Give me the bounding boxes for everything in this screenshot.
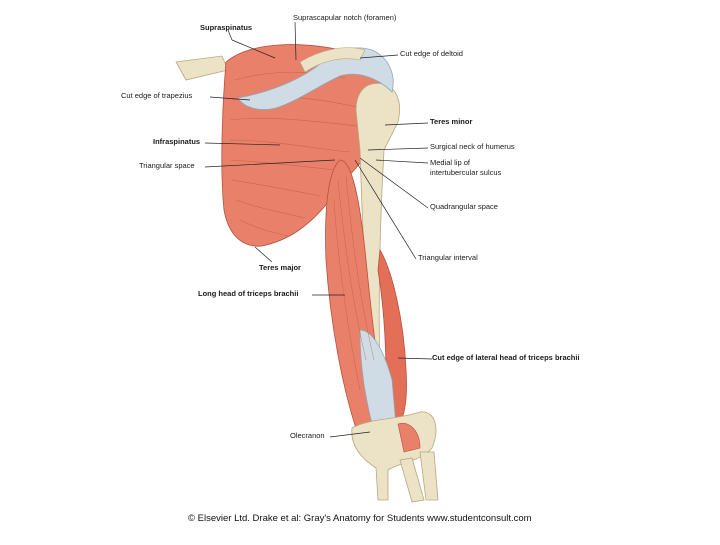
label-suprascapular-notch: Suprascapular notch (foramen) [293,13,397,22]
label-medial-lip-1: Medial lip of [430,158,471,167]
clavicle-bone [175,55,229,81]
label-cut-edge-trapezius: Cut edge of trapezius [121,91,193,100]
label-supraspinatus: Supraspinatus [200,23,253,32]
label-infraspinatus: Infraspinatus [153,137,201,146]
copyright-notice: © Elsevier Ltd. Drake et al: Gray's Anat… [188,513,532,524]
label-long-head-triceps: Long head of triceps brachii [198,289,299,298]
deltoid-cut-edge [237,47,394,110]
label-surgical-neck: Surgical neck of humerus [430,142,515,151]
label-triangular-space: Triangular space [139,161,195,170]
label-triangular-interval: Triangular interval [418,253,478,262]
label-teres-minor: Teres minor [430,117,473,126]
elbow-muscle [397,422,421,453]
triceps-striations [333,175,375,391]
label-cut-edge-deltoid: Cut edge of deltoid [400,49,463,58]
forearm-bone-radius [399,457,425,503]
label-olecranon: Olecranon [290,431,325,440]
label-teres-major: Teres major [259,263,301,272]
scapular-spine [299,47,366,73]
label-quadrangular-space: Quadrangular space [430,202,498,211]
forearm-bone-ulna [419,451,439,501]
label-medial-lip-2: intertubercular sulcus [430,168,502,177]
label-cut-edge-lateral-triceps: Cut edge of lateral head of triceps brac… [432,353,580,362]
leader-lines [204,21,433,438]
